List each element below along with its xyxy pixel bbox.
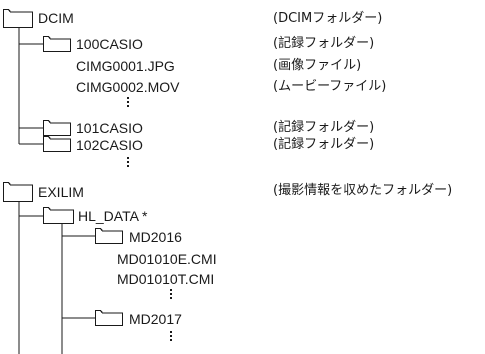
ellipsis-vertical-1 bbox=[127, 97, 129, 109]
file-label-jpg: CIMG0001.JPG bbox=[76, 58, 175, 74]
file-label-mov: CIMG0002.MOV bbox=[76, 79, 180, 95]
folder-label-md2016: MD2016 bbox=[129, 229, 182, 245]
folder-icon-102casio bbox=[42, 135, 72, 153]
folder-label-100casio: 100CASIO bbox=[76, 36, 143, 52]
folder-label-101casio: 101CASIO bbox=[76, 120, 143, 136]
folder-label-md2017: MD2017 bbox=[129, 311, 182, 327]
folder-icon-exilim bbox=[2, 181, 34, 203]
folder-icon-101casio bbox=[42, 119, 72, 137]
folder-label-hl-data: HL_DATA * bbox=[78, 208, 148, 224]
folder-icon-hl-data bbox=[42, 206, 75, 225]
folder-icon-md2017 bbox=[94, 309, 124, 327]
folder-icon-dcim bbox=[2, 8, 34, 29]
folder-desc-dcim: (DCIMフォルダー) bbox=[273, 11, 383, 26]
file-desc-mov: (ムービーファイル) bbox=[273, 79, 387, 94]
folder-desc-101casio: (記録フォルダー) bbox=[273, 120, 375, 135]
file-label-cmi-e: MD01010E.CMI bbox=[117, 251, 217, 267]
folder-desc-102casio: (記録フォルダー) bbox=[273, 137, 375, 152]
folder-desc-100casio: (記録フォルダー) bbox=[273, 36, 375, 51]
folder-label-exilim: EXILIM bbox=[38, 184, 84, 200]
folder-label-102casio: 102CASIO bbox=[76, 137, 143, 153]
folder-desc-exilim: (撮影情報を収めたフォルダー) bbox=[273, 183, 453, 198]
file-desc-jpg: (画像ファイル) bbox=[273, 58, 362, 73]
ellipsis-vertical-3 bbox=[170, 289, 172, 301]
folder-label-dcim: DCIM bbox=[38, 10, 74, 26]
ellipsis-vertical-4 bbox=[170, 331, 172, 343]
ellipsis-vertical-2 bbox=[127, 157, 129, 169]
file-label-cmi-t: MD01010T.CMI bbox=[117, 271, 215, 287]
folder-icon-md2016 bbox=[94, 227, 124, 245]
folder-icon-100casio bbox=[42, 35, 72, 53]
